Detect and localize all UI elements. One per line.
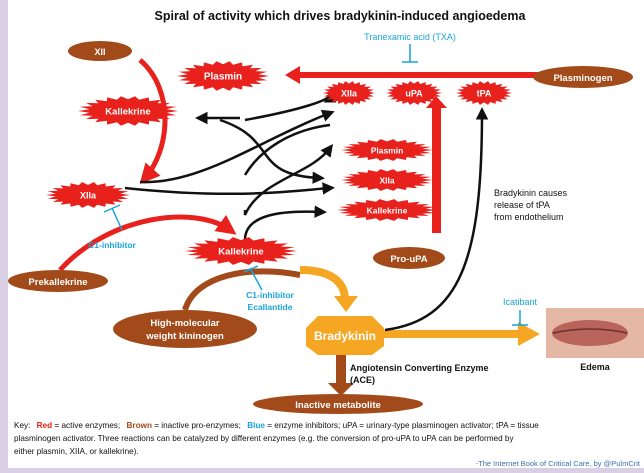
kallekrine-left-node <box>78 96 178 126</box>
plasmin-mid-node <box>341 139 433 161</box>
bradykinin-note-line3: from endothelium <box>494 212 564 222</box>
bradykinin-arrowhead-top <box>334 296 358 312</box>
tpa-node <box>456 81 512 105</box>
upa-node <box>386 81 442 105</box>
xiia-mid-node <box>341 169 433 191</box>
key-red-rest: = active enzymes; <box>54 421 120 430</box>
xiia-upper-node <box>323 81 375 105</box>
plasmin-top-node <box>177 61 269 91</box>
ecallantide-label: Ecallantide <box>248 302 293 312</box>
plasmin-top-label: Plasmin <box>204 72 242 83</box>
key-line2: plasminogen activator. Three reactions c… <box>14 434 514 443</box>
txa-label: Tranexamic acid (TXA) <box>364 32 456 42</box>
plasmin-mid-label: Plasmin <box>371 146 404 156</box>
edema-arrowhead <box>518 322 540 346</box>
hmwk-arc <box>182 268 301 312</box>
c1-inhibitor-2-label: C1-inhibitor <box>246 290 294 300</box>
ace-label-line1: Angiotensin Converting Enzyme <box>350 363 489 373</box>
plasmin-to-xiia-arrow <box>219 118 325 184</box>
kallekrine-to-bradykinin-arrow <box>299 266 349 301</box>
bradykinin-node <box>306 316 384 355</box>
tpa-label: tPA <box>477 89 492 99</box>
ace-arrow <box>336 355 346 385</box>
kallekrine-center-label: Kallekrine <box>218 247 263 258</box>
bradykinin-to-tpa-arrow <box>384 107 489 332</box>
xiia-left-label: XIIa <box>80 191 97 201</box>
ace-label-line2: (ACE) <box>350 375 375 385</box>
pro-upa-arrowhead <box>426 96 447 108</box>
pro-upa-node <box>373 247 445 269</box>
upa-label: uPA <box>405 89 423 99</box>
xiia-mid-label: XIIa <box>379 176 394 186</box>
plasminogen-to-plasmin-arrow <box>285 66 545 84</box>
hmwk-label-line1: High-molecular <box>150 318 219 329</box>
svg-text:Key: Red = active: Key: Red = active enzymes; Brown = inact… <box>14 421 539 430</box>
bradykinin-note-line2: release of tPA <box>494 200 550 210</box>
key-brown-word: Brown <box>126 421 151 430</box>
plasminogen-label: Plasminogen <box>553 73 612 84</box>
icatibant-inhibitor-mark <box>512 310 528 326</box>
key-brown-rest: = inactive pro-enzymes; <box>154 421 241 430</box>
pro-upa-to-upa-arrow <box>432 105 441 233</box>
key-blue-word: Blue <box>247 421 265 430</box>
kallekrine-to-kallekrine-arrow <box>243 205 327 241</box>
hmwk-node <box>113 310 257 348</box>
key-prefix: Key: <box>14 421 30 430</box>
pro-upa-label: Pro-uPA <box>390 254 427 265</box>
xiia-left-node <box>46 182 130 208</box>
xii-node <box>68 41 132 61</box>
bradykinin-label: Bradykinin <box>314 329 376 343</box>
key-blue-rest: = enzyme inhibitors; uPA = urinary-type … <box>267 421 539 430</box>
inactive-metabolite-node <box>253 394 423 414</box>
plasminogen-node <box>533 66 633 88</box>
prekallekrine-label: Prekallekrine <box>28 277 87 288</box>
c1-inhibitor-mark <box>103 204 123 231</box>
kallekrine-mid-node <box>337 199 437 221</box>
xii-to-xiia-arrow <box>138 58 168 184</box>
kallekrine-mid-label: Kallekrine <box>367 206 408 216</box>
bradykinin-note-line1: Bradykinin causes <box>494 188 568 198</box>
prekallekrine-node <box>8 270 108 292</box>
edema-lips-image <box>546 308 644 358</box>
diagram-title: Spiral of activity which drives bradykin… <box>155 9 527 23</box>
kallekrine-pathway-curve <box>243 123 331 176</box>
inactive-metabolite-label: Inactive metabolite <box>295 400 381 411</box>
kallekrine-to-plasmin-arrow <box>243 143 333 216</box>
xiia-upper-label: XIIa <box>341 89 358 99</box>
xiia-to-xiia-arrow <box>139 109 335 184</box>
kallekrine-left-label: Kallekrine <box>105 107 150 118</box>
xii-label: XII <box>94 47 105 57</box>
kallekrine-center-node <box>185 237 297 265</box>
c1-inhibitor-label: C1-inhibitor <box>88 240 136 250</box>
credit-text: -The Internet Book of Critical Care, by … <box>476 459 641 468</box>
edema-label: Edema <box>580 362 611 372</box>
icatibant-label: Icatibant <box>503 297 538 307</box>
ace-arrowhead <box>328 383 354 396</box>
xiia-to-pathway-arrow <box>124 182 335 196</box>
key-line3: either plasmin, XIIA, or kallekrine). <box>14 447 139 456</box>
prekallekrine-to-kallekrine-arrow <box>58 214 237 272</box>
txa-inhibitor-mark <box>402 44 418 63</box>
hmwk-label-line2: weight kininogen <box>145 331 224 342</box>
bradykinin-to-edema-arrow <box>380 330 520 338</box>
c1-inhibitor-ecallantide-mark <box>243 265 263 291</box>
key-legend: Key: Red = active enzymes; Brown = inact… <box>14 421 539 456</box>
key-red-word: Red <box>37 421 52 430</box>
